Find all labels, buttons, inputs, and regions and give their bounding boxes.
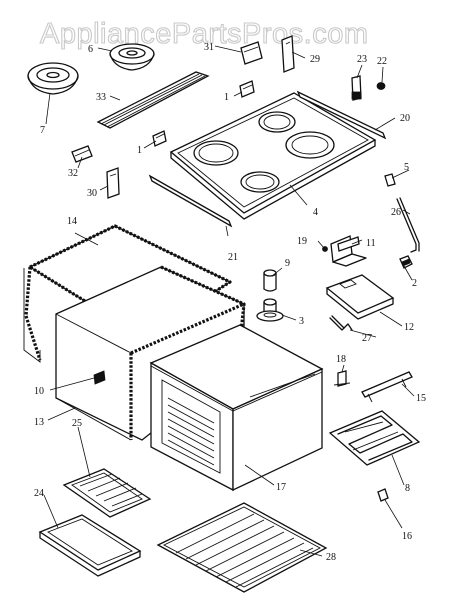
tray-12 [325, 274, 395, 320]
cooktop [169, 92, 377, 220]
small-part-22 [376, 82, 386, 90]
small-part-16 [377, 488, 389, 502]
drip-bowl-small [109, 43, 155, 71]
callout-23: 23 [357, 54, 367, 65]
drip-bowl-large [27, 62, 79, 95]
fitting-3 [256, 298, 284, 322]
heating-element-8 [328, 410, 421, 466]
bracket-11 [330, 235, 367, 267]
callout-4: 4 [313, 207, 318, 218]
watermark-text: AppliancePartsPros.com [40, 18, 369, 50]
small-part-5 [384, 173, 396, 187]
knob-2 [399, 255, 413, 269]
callout-7: 7 [40, 125, 45, 136]
broil-pan [38, 514, 142, 577]
callout-22: 22 [377, 56, 387, 67]
callout-17: 17 [276, 482, 286, 493]
rod-26 [396, 197, 420, 253]
callout-11: 11 [366, 238, 376, 249]
cylinder-9 [263, 269, 277, 292]
oven-rack [156, 502, 328, 593]
callout-13: 13 [34, 417, 44, 428]
small-part-23 [351, 75, 362, 101]
callout-3: 3 [299, 316, 304, 327]
broil-pan-insert [62, 468, 152, 518]
callout-28: 28 [326, 552, 336, 563]
callout-labels: 7 6 31 29 33 1 1 32 30 23 22 20 5 26 4 2… [34, 42, 426, 563]
bracket-27 [329, 315, 353, 331]
callout-8: 8 [405, 483, 410, 494]
rail-15 [361, 371, 413, 403]
leader-lines [43, 45, 415, 557]
callout-26: 26 [391, 207, 401, 218]
callout-12: 12 [404, 322, 414, 333]
callout-10: 10 [34, 386, 44, 397]
callout-1-lower: 1 [137, 145, 142, 156]
bracket-30 [106, 167, 120, 199]
bracket-18 [333, 370, 351, 387]
bracket-31 [240, 41, 263, 65]
callout-20: 20 [400, 113, 410, 124]
bracket-32 [71, 145, 93, 163]
callout-25: 25 [72, 418, 82, 429]
callout-32: 32 [68, 168, 78, 179]
callout-24: 24 [34, 488, 44, 499]
side-trim-right [296, 90, 387, 140]
callout-18: 18 [336, 354, 346, 365]
callout-27: 27 [362, 333, 372, 344]
callout-30: 30 [87, 188, 97, 199]
clip-upper [239, 80, 255, 98]
bracket-29 [281, 35, 295, 73]
callout-29: 29 [310, 54, 320, 65]
callout-5: 5 [404, 162, 409, 173]
callout-31: 31 [204, 42, 214, 53]
callout-9: 9 [285, 258, 290, 269]
side-trim-front [148, 174, 233, 228]
oven-cavity [149, 324, 324, 492]
clip-10 [93, 370, 106, 385]
callout-2: 2 [412, 278, 417, 289]
clip-lower [152, 130, 167, 147]
callout-16: 16 [402, 531, 412, 542]
callout-14: 14 [67, 216, 77, 227]
callout-6: 6 [88, 44, 93, 55]
callout-33: 33 [96, 92, 106, 103]
callout-15: 15 [416, 393, 426, 404]
callout-19: 19 [297, 236, 307, 247]
callout-21: 21 [228, 252, 238, 263]
callout-1-upper: 1 [224, 92, 229, 103]
trim-strip [96, 71, 210, 129]
